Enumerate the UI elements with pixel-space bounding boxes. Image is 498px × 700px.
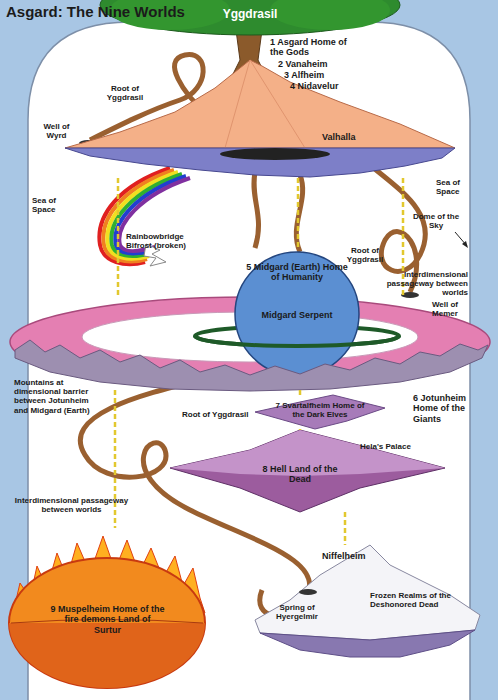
serpent	[195, 336, 399, 346]
annotation-label: Root of Yggdrasil	[182, 410, 254, 419]
node-heading: 8 Hell Land of the Dead	[258, 464, 342, 485]
diagram-title: Asgard: The Nine Worlds	[6, 3, 226, 20]
sky-dome	[28, 22, 470, 700]
passageway-line	[297, 178, 300, 250]
tree-canopy	[100, 0, 400, 35]
passageway-line	[299, 429, 302, 430]
annotation-label: Root of Yggdrasil	[95, 84, 155, 102]
root	[254, 172, 259, 248]
node-text: 4 Nidavelur	[290, 81, 370, 91]
passageway-line	[344, 512, 347, 545]
muspelheim-fire-outline-part	[11, 620, 203, 624]
passageway-line	[117, 178, 120, 295]
rainbow-band	[103, 170, 174, 261]
svartalfheim-diamond-outline	[255, 395, 385, 429]
jotunheim-ring-outline-part	[82, 312, 418, 362]
tree-trunk	[230, 30, 268, 80]
niffelheim-ice: NiffelheimSpring of Hyergelmir Frozen Rea…	[250, 545, 482, 660]
well	[79, 140, 97, 146]
asgard-platform-outline-part	[65, 60, 455, 148]
jotunheim-ring-outline-part	[195, 326, 399, 346]
node-heading: 5 Midgard (Earth) Home of Humanity	[245, 262, 349, 283]
muspelheim-fire-outline-part	[13, 536, 205, 613]
canopy-part	[270, 0, 390, 30]
niffelheim-ice-outline-part	[260, 630, 475, 657]
root	[80, 380, 309, 616]
muspelheim-fire: 9 Muspelheim Home of the fire demons Lan…	[5, 528, 210, 693]
midgard-globe-outline-part	[235, 252, 359, 376]
node-text: 3 Alfheim	[284, 70, 364, 80]
hell-diamond-outline	[170, 430, 445, 512]
node-heading: 6 Jotunheim Home of the Giants	[413, 393, 493, 424]
annotation-label: Well of Wyrd	[34, 122, 79, 140]
muspelheim-fire-outline	[5, 528, 210, 693]
annotation-label: Well of Memer	[424, 300, 466, 318]
root	[370, 165, 425, 292]
annotation-label: Yggdrasil	[200, 8, 300, 22]
annotation-label: Interdimensional passageway between worl…	[14, 496, 129, 514]
node-text: Frozen Realms of the Deshonored Dead	[370, 591, 474, 609]
passageway-line	[114, 390, 117, 528]
passageway-line	[402, 178, 405, 295]
annotation-label: Sea of Space	[32, 196, 66, 214]
midgard-globe-outline	[233, 250, 361, 378]
rainbow-band	[119, 178, 190, 251]
node-heading: 1 Asgard Home of the Gods	[270, 37, 348, 58]
hell-diamond-outline-part	[170, 430, 445, 512]
midgard-globe: 5 Midgard (Earth) Home of HumanityMidgar…	[233, 250, 361, 378]
muspelheim-fire-outline-part	[9, 623, 205, 688]
node-text: 2 Vanaheim	[278, 59, 358, 69]
rainbow-band	[115, 176, 186, 253]
svartalfheim-diamond: 7 Svartalfheim Home of the Dark Elves	[255, 395, 385, 429]
node-text: Hela's Palace	[360, 442, 430, 451]
jotunheim-ring-outline-part	[10, 297, 490, 387]
node-text: Spring of Hyergelmir	[270, 603, 324, 621]
asgard-platform-outline-part	[220, 148, 330, 160]
node-text: Midgard Serpent	[247, 310, 347, 320]
annotation-label: Sea of Space	[436, 178, 468, 196]
node-heading: 9 Muspelheim Home of the fire demons Lan…	[50, 604, 165, 635]
rainbow-band	[99, 168, 170, 264]
annotation-label: Mountains at dimensional barrier between…	[14, 378, 94, 415]
hell-diamond: 8 Hell Land of the Dead Hela's Palace	[170, 430, 445, 512]
mountains	[15, 340, 488, 391]
rainbow-band	[107, 172, 178, 259]
annotation-label: Rainbowbridge Bifrost (broken)	[126, 232, 206, 250]
svartalfheim-diamond-outline-part	[255, 395, 385, 429]
rainbow-band	[111, 174, 182, 256]
annotation-label: Root of Yggdrasil	[336, 246, 394, 264]
asgard-platform-outline-part	[225, 60, 305, 148]
niffelheim-ice-outline-part	[255, 545, 480, 640]
niffelheim-ice-outline	[250, 545, 482, 660]
annotation-label: Dome of the Sky	[410, 212, 462, 230]
jotunheim-ring: 6 Jotunheim Home of the Giants	[8, 295, 492, 390]
jotunheim-ring-outline	[8, 295, 492, 390]
canopy-part	[100, 0, 400, 35]
asgard-platform-outline	[60, 28, 460, 178]
arrow-head	[462, 241, 468, 248]
root	[296, 175, 302, 252]
passageway-line	[299, 390, 302, 395]
node-heading: Niffelheim	[322, 551, 382, 561]
well	[401, 292, 419, 298]
asgard-platform: 1 Asgard Home of the Gods2 Vanaheim3 Alf…	[60, 28, 460, 178]
hell-diamond-outline-part	[170, 430, 445, 476]
asgard-platform-outline-part	[65, 148, 455, 177]
muspelheim-fire-outline-part	[9, 558, 205, 688]
rainbow-bridge	[99, 168, 190, 264]
canopy-part	[110, 0, 230, 30]
root	[90, 55, 205, 140]
annotation-label: Interdimensional passageway between worl…	[362, 270, 468, 298]
node-text: Valhalla	[322, 132, 382, 142]
broken-end	[144, 244, 166, 266]
node-heading: 7 Svartalfheim Home of the Dark Elves	[275, 401, 365, 419]
leader-line	[455, 232, 467, 246]
niffelheim-ice-outline-part	[299, 589, 317, 595]
